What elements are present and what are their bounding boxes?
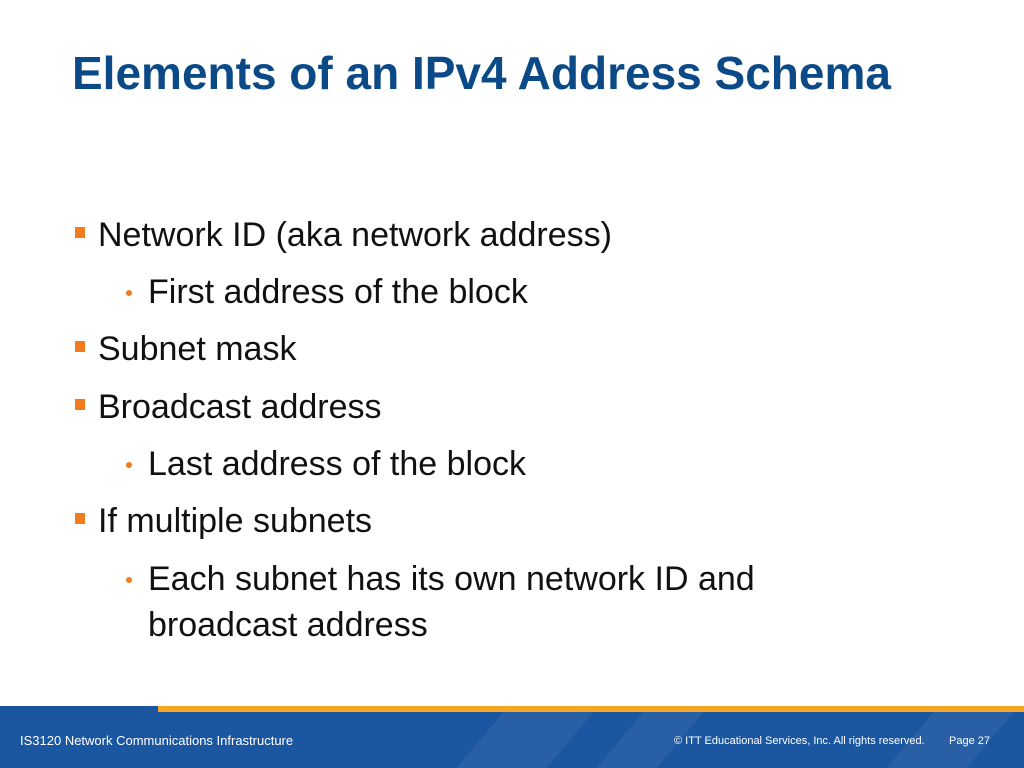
square-bullet-icon [75, 513, 85, 524]
footer-course-name: IS3120 Network Communications Infrastruc… [20, 733, 294, 748]
footer-accent-rule [158, 706, 1024, 712]
sub-bullet-item: First address of the block [148, 273, 528, 311]
square-bullet-icon [75, 399, 85, 410]
round-bullet-icon [126, 290, 132, 296]
sub-bullet-item: Each subnet has its own network ID and b… [148, 560, 755, 644]
slide-content: Network ID (aka network address) First a… [75, 216, 755, 644]
slide-footer [0, 706, 1024, 768]
square-bullet-icon [75, 227, 85, 238]
square-bullet-icon [75, 341, 85, 352]
bullet-item: Broadcast address [98, 388, 382, 426]
round-bullet-icon [126, 577, 132, 583]
slide-title: Elements of an IPv4 Address Schema [72, 47, 891, 99]
bullet-item: Subnet mask [98, 330, 297, 368]
footer-copyright: © ITT Educational Services, Inc. All rig… [674, 735, 925, 747]
bullet-item: Network ID (aka network address) [98, 216, 612, 254]
footer-decorative-stripe [436, 712, 594, 768]
footer-page-number: Page 27 [949, 735, 990, 747]
round-bullet-icon [126, 462, 132, 468]
sub-bullet-item: Last address of the block [148, 445, 527, 483]
bullet-item: If multiple subnets [98, 502, 373, 540]
